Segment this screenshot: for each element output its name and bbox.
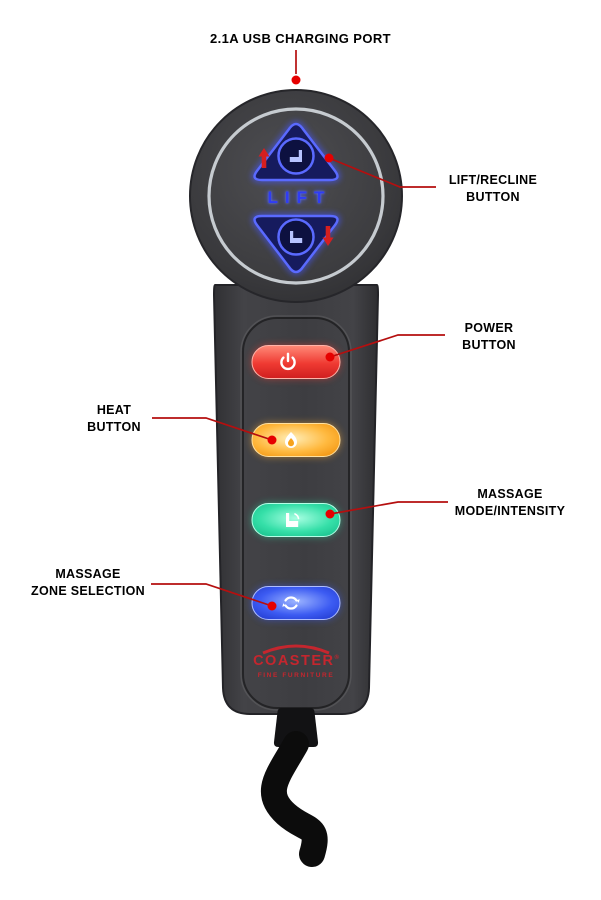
brand-arc xyxy=(262,644,330,655)
label-massage-mode-intensity: MASSAGE MODE/INTENSITY xyxy=(454,487,566,518)
label-usb-charging-port: 2.1A USB CHARGING PORT xyxy=(210,31,391,46)
remote-head xyxy=(189,89,403,303)
lift-label: LIFT xyxy=(267,188,332,207)
up-arrow-icon xyxy=(258,148,270,168)
label-power-button: POWER BUTTON xyxy=(462,321,516,352)
brand-logo: COASTER® xyxy=(236,654,356,669)
power-icon xyxy=(280,352,296,371)
label-lift-recline-button: LIFT/RECLINE BUTTON xyxy=(448,173,538,204)
lift-down-button xyxy=(251,212,341,276)
massage-zone-icon xyxy=(282,596,300,610)
heat-button xyxy=(251,423,341,457)
recliner-down-icon xyxy=(290,231,303,243)
heat-icon xyxy=(285,432,297,448)
down-arrow-icon xyxy=(322,226,334,246)
power-cable xyxy=(260,731,328,867)
massage-mode-button xyxy=(251,503,341,537)
label-massage-zone-selection: MASSAGE ZONE SELECTION xyxy=(31,567,145,598)
label-heat-button: HEAT BUTTON xyxy=(87,403,141,434)
massage-zone-button xyxy=(251,586,341,620)
head-ring xyxy=(207,107,385,285)
brand-subtitle: FINE FURNITURE xyxy=(257,672,335,679)
recliner-up-icon xyxy=(289,150,302,162)
brand-registered-mark: ® xyxy=(334,655,339,662)
brand-name: COASTER xyxy=(253,653,335,669)
power-button xyxy=(251,345,341,379)
massage-mode-icon xyxy=(286,513,300,527)
